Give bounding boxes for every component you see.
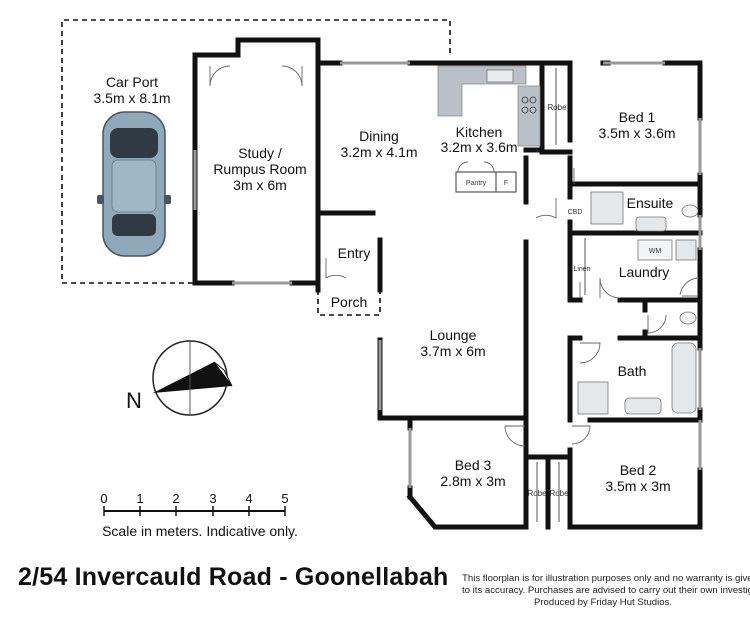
cbd-label: CBD	[568, 209, 583, 216]
entry-label: Entry	[338, 245, 371, 261]
disclaimer-line-3: Produced by Friday Hut Studios.	[533, 597, 673, 608]
door-swings	[209, 65, 698, 447]
carport-label: Car Port	[106, 74, 158, 90]
scale-tick-0: 0	[100, 491, 107, 506]
bed3-label: Bed 3	[455, 457, 492, 473]
disclaimer-line-2: to its accuracy. Purchases are advised t…	[462, 585, 750, 596]
porch-outline	[317, 290, 381, 316]
kitchen-benches	[437, 65, 541, 193]
scale-tick-1: 1	[136, 491, 143, 506]
property-address-title: 2/54 Invercauld Road - Goonellabah	[18, 563, 449, 591]
scale-tick-5: 5	[281, 491, 288, 506]
dining-size: 3.2m x 4.1m	[340, 144, 417, 160]
lounge-label: Lounge	[430, 327, 477, 343]
fridge-label: F	[504, 180, 508, 187]
disclaimer-line-1: This floorplan is for illustration purpo…	[462, 573, 750, 584]
bed1-label: Bed 1	[619, 109, 656, 125]
carport-outline	[61, 19, 451, 284]
robe-label-bed1: Robe	[547, 103, 567, 112]
study-label-2: Rumpus Room	[213, 161, 306, 177]
bed3-size: 2.8m x 3m	[440, 473, 505, 489]
scale-tick-2: 2	[172, 491, 179, 506]
wet-area-fixtures	[577, 191, 699, 415]
ensuite-label: Ensuite	[627, 195, 674, 211]
car-icon	[97, 111, 171, 257]
scale-tick-3: 3	[209, 491, 216, 506]
linen-label: Linen	[573, 266, 590, 273]
lounge-size: 3.7m x 6m	[420, 343, 485, 359]
bed2-size: 3.5m x 3m	[605, 478, 670, 494]
carport-size: 3.5m x 8.1m	[93, 90, 170, 106]
bath-label: Bath	[618, 363, 647, 379]
compass-icon: N	[126, 340, 233, 416]
bed1-size: 3.5m x 3.6m	[598, 125, 675, 141]
windows	[193, 61, 702, 488]
kitchen-label: Kitchen	[456, 124, 503, 140]
study-size: 3m x 6m	[233, 177, 287, 193]
robe-rails	[536, 68, 586, 522]
study-label-1: Study /	[238, 145, 282, 161]
kitchen-size: 3.2m x 3.6m	[440, 139, 517, 155]
dining-label: Dining	[359, 128, 399, 144]
wm-label: WM	[649, 248, 662, 255]
north-label: N	[126, 388, 142, 413]
bed2-label: Bed 2	[620, 462, 657, 478]
fixture-labels: Robe Robe Robe Pantry F CBD Linen WM	[466, 103, 661, 498]
robe-label-bed3: Robe	[527, 489, 547, 498]
robe-label-bed2: Robe	[549, 489, 569, 498]
walls	[192, 37, 703, 530]
disclaimer: This floorplan is for illustration purpo…	[462, 573, 750, 609]
pantry-label: Pantry	[466, 180, 487, 187]
laundry-label: Laundry	[619, 264, 670, 280]
porch-label: Porch	[331, 294, 368, 310]
scale-bar: 0 1 2 3 4 5 Scale in meters. Indicative …	[100, 491, 298, 539]
room-labels: Car Port 3.5m x 8.1m Study / Rumpus Room…	[93, 74, 675, 494]
scale-caption: Scale in meters. Indicative only.	[102, 523, 298, 539]
scale-tick-4: 4	[245, 491, 252, 506]
